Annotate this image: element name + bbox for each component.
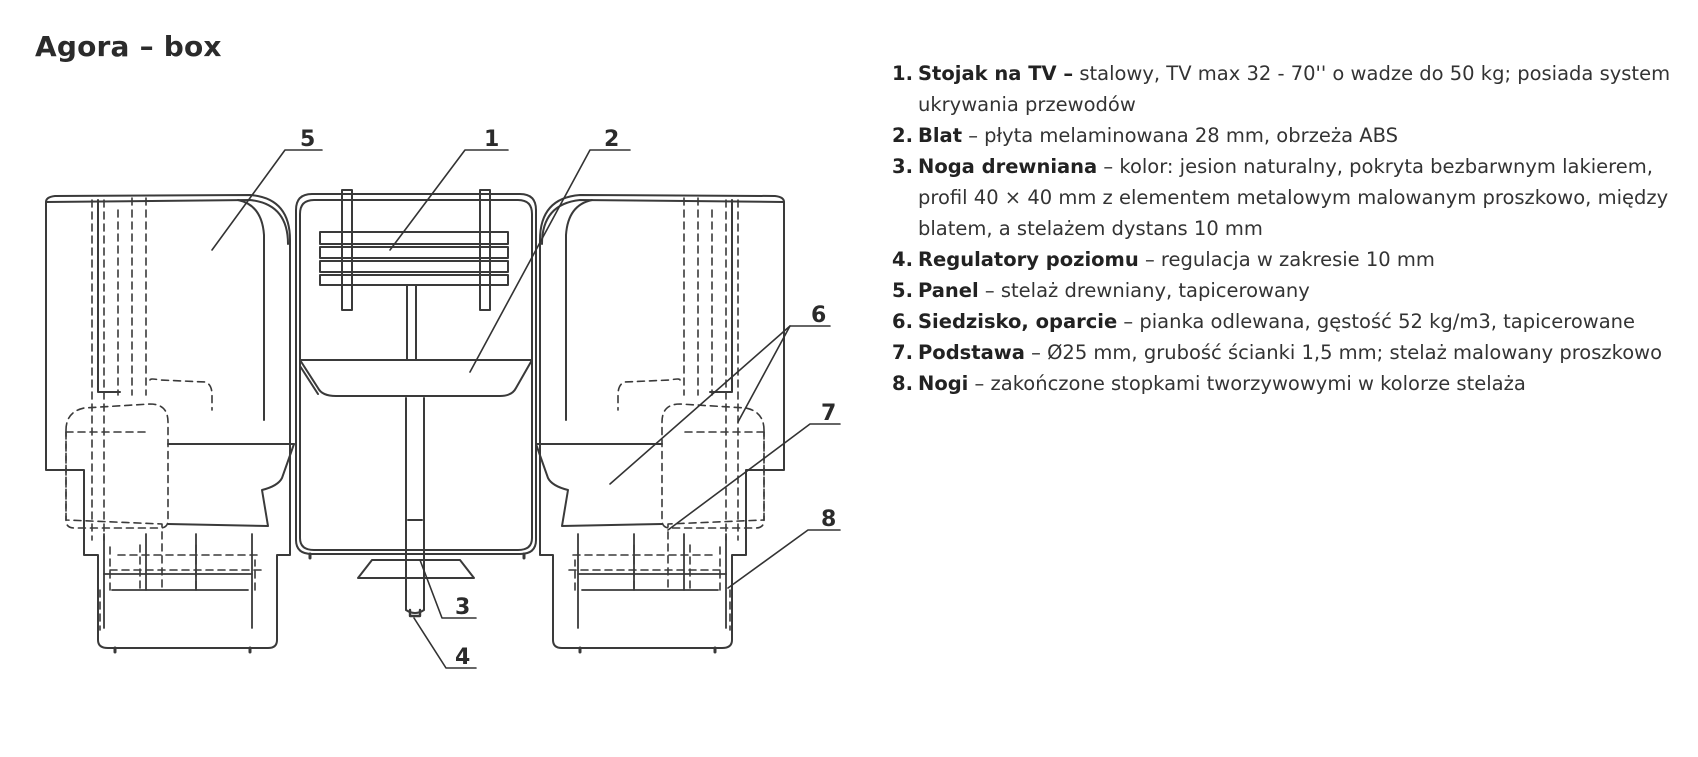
legend-name: Blat <box>918 124 963 147</box>
legend-number: 5. <box>892 279 913 302</box>
legend-number: 3. <box>892 155 913 178</box>
legend-item: 1. Stojak na TV – stalowy, TV max 32 - 7… <box>892 58 1682 120</box>
legend-desc: – stelaż drewniany, tapicerowany <box>978 279 1310 302</box>
legend-name: Stojak na TV – <box>918 62 1074 85</box>
callout-5: 5 <box>300 127 315 152</box>
legend-name: Noga drewniana <box>918 155 1098 178</box>
legend-number: 7. <box>892 341 913 364</box>
center-unit <box>295 189 537 618</box>
legend-name: Siedzisko, oparcie <box>918 310 1118 333</box>
legend-desc: – Ø25 mm, grubość ścianki 1,5 mm; stelaż… <box>1024 341 1663 364</box>
legend-item: 7. Podstawa – Ø25 mm, grubość ścianki 1,… <box>892 337 1682 368</box>
callout-6: 6 <box>811 303 826 328</box>
right-booth <box>535 194 785 654</box>
left-booth <box>45 194 295 654</box>
legend-number: 2. <box>892 124 913 147</box>
legend-item: 3. Noga drewniana – kolor: jesion natura… <box>892 151 1682 244</box>
callout-3: 3 <box>455 595 470 620</box>
legend-item: 2. Blat – płyta melaminowana 28 mm, obrz… <box>892 120 1682 151</box>
legend-item: 4. Regulatory poziomu – regulacja w zakr… <box>892 244 1682 275</box>
callout-1: 1 <box>484 127 499 152</box>
legend-name: Panel <box>918 279 979 302</box>
legend-name: Nogi <box>918 372 969 395</box>
legend-desc: stalowy, TV max 32 - 70'' o wadze do 50 … <box>918 62 1671 116</box>
callout-lines <box>211 149 841 669</box>
callout-4: 4 <box>455 645 470 670</box>
parts-legend: 1. Stojak na TV – stalowy, TV max 32 - 7… <box>892 58 1682 399</box>
callout-2: 2 <box>604 127 619 152</box>
legend-number: 6. <box>892 310 913 333</box>
legend-number: 1. <box>892 62 913 85</box>
page-title: Agora – box <box>35 30 222 63</box>
legend-desc: – zakończone stopkami tworzywowymi w kol… <box>968 372 1526 395</box>
legend-item: 6. Siedzisko, oparcie – pianka odlewana,… <box>892 306 1682 337</box>
callout-8: 8 <box>821 507 836 532</box>
legend-item: 8. Nogi – zakończone stopkami tworzywowy… <box>892 368 1682 399</box>
legend-desc: – regulacja w zakresie 10 mm <box>1138 248 1435 271</box>
callout-numbers: 5 1 2 6 7 8 3 4 <box>300 127 836 670</box>
legend-number: 8. <box>892 372 913 395</box>
legend-name: Regulatory poziomu <box>918 248 1139 271</box>
legend-desc: – kolor: jesion naturalny, pokryta bezba… <box>918 155 1669 240</box>
legend-number: 4. <box>892 248 913 271</box>
legend-name: Podstawa <box>918 341 1025 364</box>
legend-desc: – pianka odlewana, gęstość 52 kg/m3, tap… <box>1117 310 1636 333</box>
callout-7: 7 <box>821 401 836 426</box>
legend-desc: – płyta melaminowana 28 mm, obrzeża ABS <box>962 124 1398 147</box>
furniture-technical-drawing: 5 1 2 6 7 8 3 4 <box>45 127 841 670</box>
legend-item: 5. Panel – stelaż drewniany, tapicerowan… <box>892 275 1682 306</box>
